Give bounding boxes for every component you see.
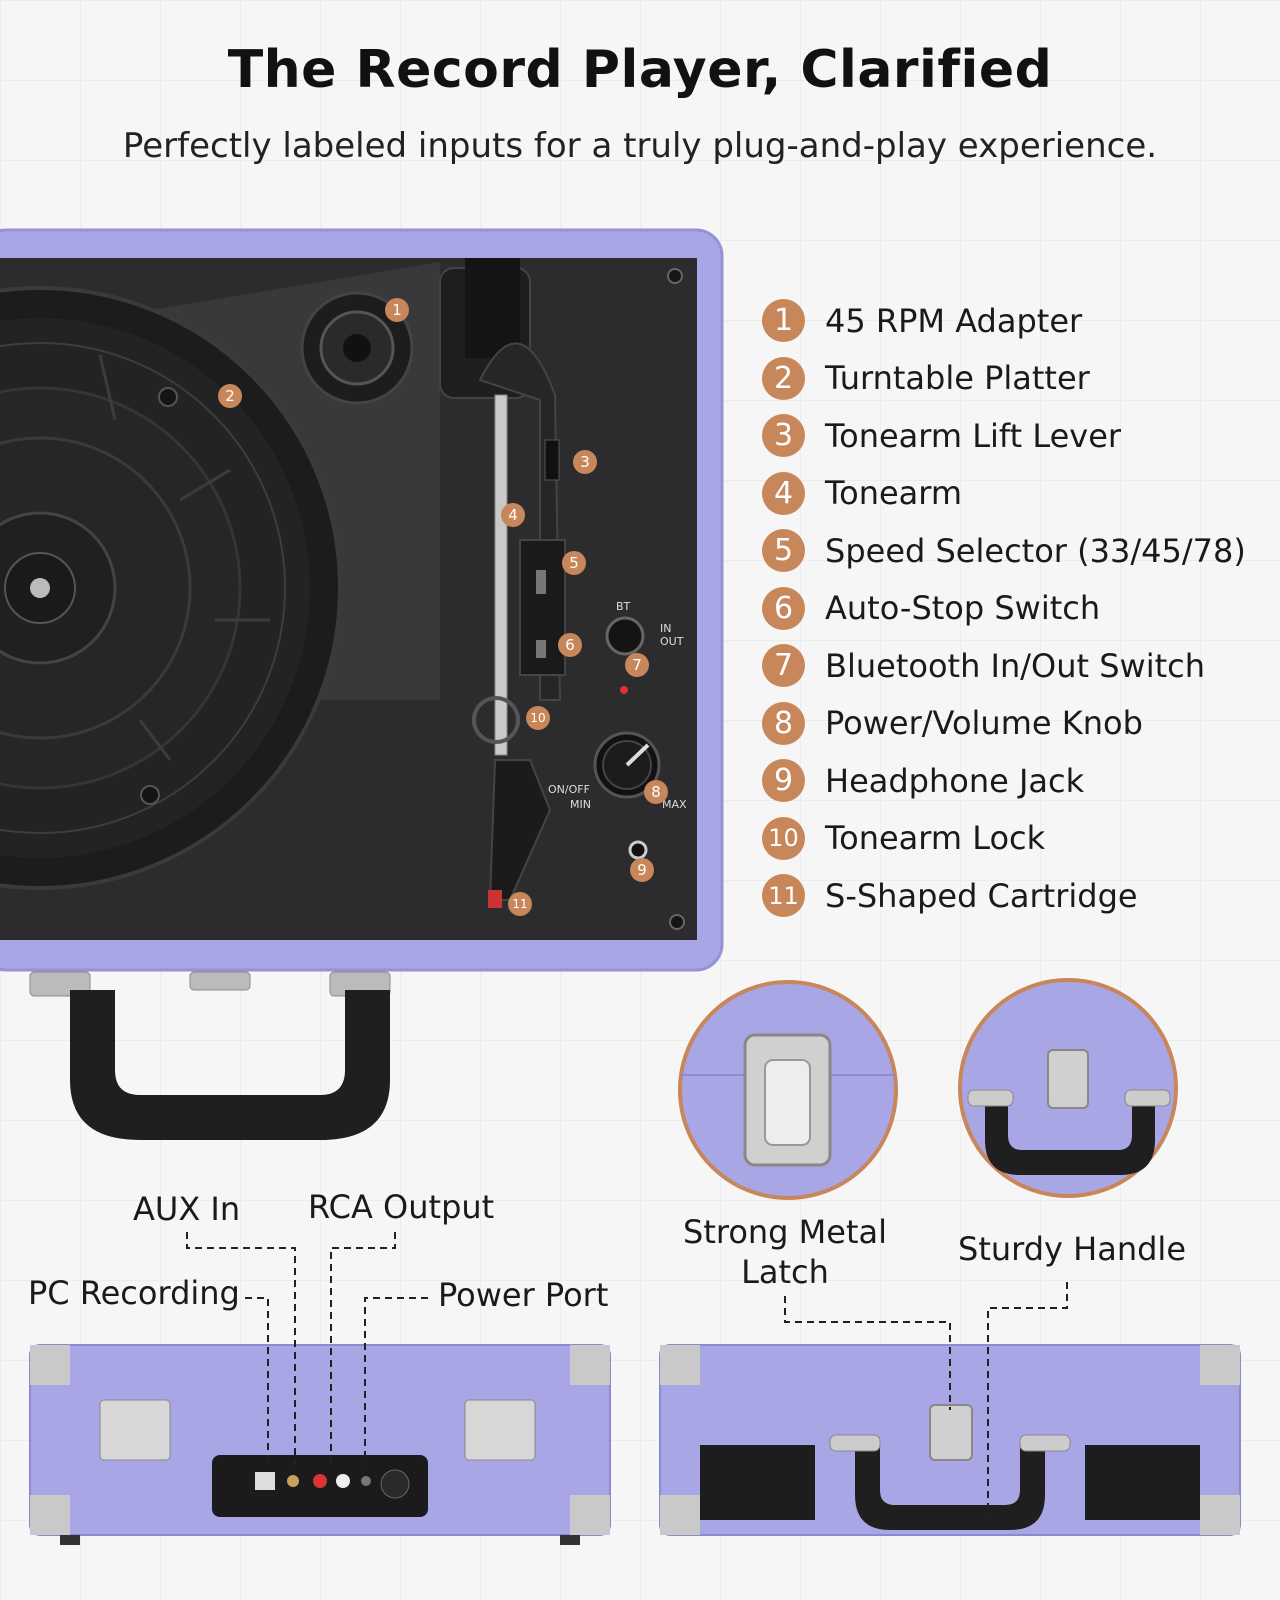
back-view-case xyxy=(29,1344,611,1545)
legend-label: Tonearm Lock xyxy=(825,819,1046,858)
marker-9: 9 xyxy=(630,858,654,882)
svg-text:5: 5 xyxy=(569,554,579,572)
bt-label: BT xyxy=(616,600,631,613)
legend-item: 1 45 RPM Adapter xyxy=(762,292,1262,350)
legend-label: S-Shaped Cartridge xyxy=(825,876,1138,915)
legend-item: 4 Tonearm xyxy=(762,465,1262,523)
legend-number-badge: 4 xyxy=(762,471,805,515)
volume-knob xyxy=(593,731,661,799)
marker-5: 5 xyxy=(562,551,586,575)
legend-label: Turntable Platter xyxy=(825,359,1090,398)
rca-output-label: RCA Output xyxy=(308,1188,495,1226)
svg-text:9: 9 xyxy=(637,861,647,879)
legend-number-badge: 1 xyxy=(762,299,805,343)
latch-label-line1: Strong Metal xyxy=(683,1213,887,1251)
legend-label: Power/Volume Knob xyxy=(825,704,1143,743)
svg-text:2: 2 xyxy=(225,387,235,405)
pc-recording-label: PC Recording xyxy=(28,1274,240,1312)
latch-closeup xyxy=(678,980,898,1200)
min-label: MIN xyxy=(570,798,591,811)
marker-1: 1 xyxy=(385,298,409,322)
legend-item: 11 S-Shaped Cartridge xyxy=(762,867,1262,925)
svg-text:7: 7 xyxy=(632,656,642,674)
legend-number-badge: 8 xyxy=(762,701,805,745)
legend-number-badge: 7 xyxy=(762,644,805,688)
marker-2: 2 xyxy=(218,384,242,408)
in-label: IN xyxy=(660,622,671,635)
latch-label: Strong Metal Latch xyxy=(680,1212,890,1292)
on-off-label: ON/OFF xyxy=(548,783,590,796)
leader-lines xyxy=(186,1232,1068,1520)
svg-text:8: 8 xyxy=(651,783,661,801)
legend-number-badge: 3 xyxy=(762,414,805,458)
svg-text:1: 1 xyxy=(392,301,402,319)
out-label: OUT xyxy=(660,635,684,648)
legend-number-badge: 11 xyxy=(762,874,805,918)
marker-8: 8 xyxy=(644,780,668,804)
legend-item: 8 Power/Volume Knob xyxy=(762,695,1262,753)
marker-7: 7 xyxy=(625,653,649,677)
legend-label: Speed Selector (33/45/78) xyxy=(825,531,1246,570)
legend-label: Auto-Stop Switch xyxy=(825,589,1101,628)
handle-closeup xyxy=(958,978,1178,1198)
marker-4: 4 xyxy=(501,503,525,527)
legend-label: Headphone Jack xyxy=(825,761,1085,800)
svg-text:6: 6 xyxy=(565,636,575,654)
legend-number-badge: 9 xyxy=(762,759,805,803)
page-title: The Record Player, Clarified xyxy=(227,40,1053,100)
front-view-case xyxy=(659,1344,1241,1536)
svg-text:11: 11 xyxy=(512,897,527,911)
legend-label: Bluetooth In/Out Switch xyxy=(825,646,1205,685)
legend-number-badge: 2 xyxy=(762,356,805,400)
marker-3: 3 xyxy=(573,450,597,474)
marker-10: 10 xyxy=(526,706,550,730)
latch-label-line2: Latch xyxy=(741,1253,829,1291)
legend-item: 5 Speed Selector (33/45/78) xyxy=(762,522,1262,580)
page-subtitle: Perfectly labeled inputs for a truly plu… xyxy=(122,126,1158,166)
turntable-platter xyxy=(0,286,342,890)
marker-6: 6 xyxy=(558,633,582,657)
adapter-45rpm xyxy=(300,291,414,405)
legend-label: Tonearm xyxy=(825,474,963,513)
legend-number-badge: 6 xyxy=(762,586,805,630)
legend-label: 45 RPM Adapter xyxy=(825,301,1083,340)
power-port-label: Power Port xyxy=(438,1276,609,1314)
svg-text:4: 4 xyxy=(508,506,518,524)
legend-number-badge: 5 xyxy=(762,529,805,573)
legend-number-badge: 10 xyxy=(762,816,805,860)
legend-item: 10 Tonearm Lock xyxy=(762,810,1262,868)
svg-text:10: 10 xyxy=(530,711,545,725)
legend-item: 9 Headphone Jack xyxy=(762,752,1262,810)
legend-label: Tonearm Lift Lever xyxy=(825,416,1122,455)
aux-in-label: AUX In xyxy=(133,1190,241,1228)
max-label: MAX xyxy=(662,798,687,811)
svg-text:3: 3 xyxy=(580,453,590,471)
legend-item: 3 Tonearm Lift Lever xyxy=(762,407,1262,465)
legend-item: 2 Turntable Platter xyxy=(762,350,1262,408)
legend-item: 6 Auto-Stop Switch xyxy=(762,580,1262,638)
sturdy-handle-label: Sturdy Handle xyxy=(958,1230,1186,1268)
marker-11: 11 xyxy=(508,892,532,916)
legend-item: 7 Bluetooth In/Out Switch xyxy=(762,637,1262,695)
carry-handle xyxy=(70,990,390,1140)
